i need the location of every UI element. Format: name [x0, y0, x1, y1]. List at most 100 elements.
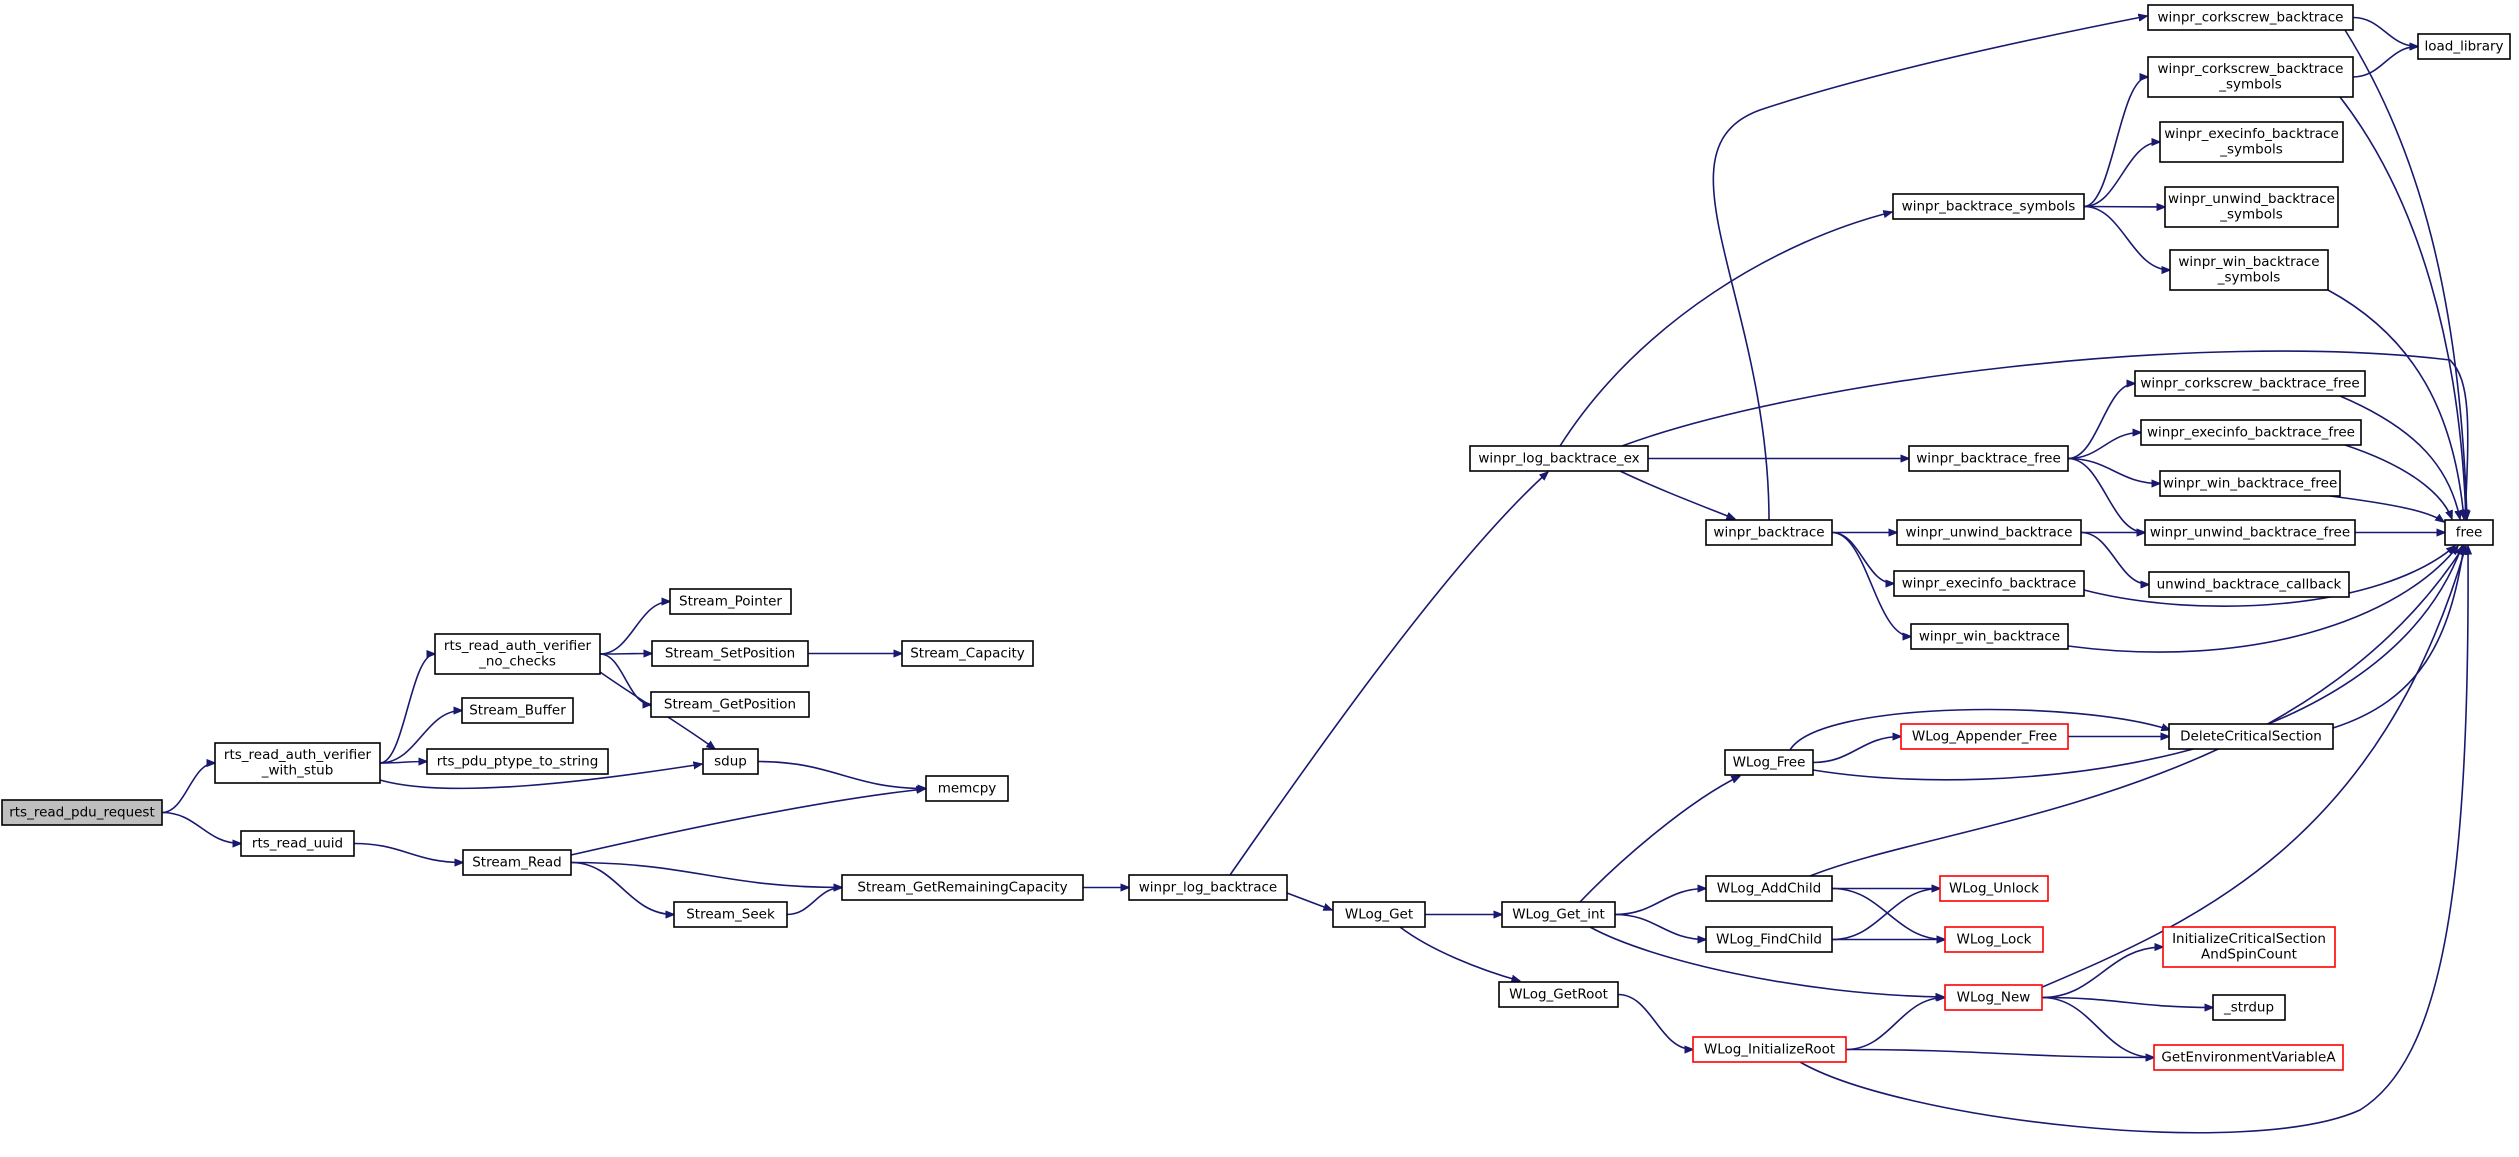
node-wlog-free[interactable]: WLog_Free [1724, 749, 1814, 776]
node-box[interactable] [2140, 419, 2362, 446]
node-box[interactable] [669, 588, 792, 615]
node-box[interactable] [1908, 445, 2069, 472]
node-box[interactable] [1910, 623, 2069, 650]
node-box[interactable] [1705, 926, 1833, 953]
node-winpr-backtrace-symbols[interactable]: winpr_backtrace_symbols [1892, 193, 2085, 220]
node-winpr-log-backtrace[interactable]: winpr_log_backtrace [1128, 874, 1288, 901]
node-box[interactable] [1498, 981, 1619, 1008]
node-box[interactable] [426, 748, 609, 775]
node-memcpy[interactable]: memcpy [925, 775, 1009, 802]
node-wlog-unlock[interactable]: WLog_Unlock [1939, 875, 2049, 902]
node-box[interactable] [2147, 4, 2354, 31]
node-winpr-corkscrew-backtrace-symbols[interactable]: winpr_corkscrew_backtrace_symbols [2147, 56, 2354, 98]
node-box[interactable] [2444, 519, 2494, 546]
node-winpr-corkscrew-backtrace[interactable]: winpr_corkscrew_backtrace [2147, 4, 2354, 31]
node-box[interactable] [2159, 121, 2344, 163]
node-free[interactable]: free [2444, 519, 2494, 546]
node-box[interactable] [462, 849, 572, 876]
node-wlog-findchild[interactable]: WLog_FindChild [1705, 926, 1833, 953]
node-wlog-appender-free[interactable]: WLog_Appender_Free [1900, 723, 2069, 750]
node-box[interactable] [925, 775, 1009, 802]
node-box[interactable] [1900, 723, 2069, 750]
node-box[interactable] [214, 742, 381, 784]
node-wlog-new[interactable]: WLog_New [1944, 984, 2043, 1011]
node-winpr-unwind-backtrace-symbols[interactable]: winpr_unwind_backtrace_symbols [2164, 186, 2339, 228]
node-box[interactable] [1128, 874, 1288, 901]
node-box[interactable] [650, 691, 810, 718]
node-winpr-log-backtrace-ex[interactable]: winpr_log_backtrace_ex [1469, 445, 1649, 472]
node-wlog-getroot[interactable]: WLog_GetRoot [1498, 981, 1619, 1008]
node-winpr-win-backtrace[interactable]: winpr_win_backtrace [1910, 623, 2069, 650]
node-box[interactable] [673, 901, 788, 928]
node-unwind-backtrace-callback[interactable]: unwind_backtrace_callback [2148, 571, 2350, 598]
node-wlog-get-int[interactable]: WLog_Get_int [1501, 901, 1616, 928]
node-box[interactable] [841, 874, 1084, 901]
node-wlog-lock[interactable]: WLog_Lock [1944, 926, 2044, 953]
node-box[interactable] [2148, 571, 2350, 598]
node-box[interactable] [1939, 875, 2049, 902]
node-box[interactable] [434, 633, 601, 675]
node-rts-pdu-ptype-to-string[interactable]: rts_pdu_ptype_to_string [426, 748, 609, 775]
node-box[interactable] [1892, 193, 2085, 220]
node-box[interactable] [2164, 186, 2339, 228]
node-box[interactable] [901, 640, 1034, 667]
node-rts-read-uuid[interactable]: rts_read_uuid [240, 830, 355, 857]
node-winpr-execinfo-backtrace-free[interactable]: winpr_execinfo_backtrace_free [2140, 419, 2362, 446]
node-winpr-execinfo-backtrace-symbols[interactable]: winpr_execinfo_backtrace_symbols [2159, 121, 2344, 163]
node-box[interactable] [2212, 994, 2286, 1021]
node-stream-capacity[interactable]: Stream_Capacity [901, 640, 1034, 667]
node-deletecriticalsection[interactable]: DeleteCriticalSection [2168, 723, 2334, 750]
node-box[interactable] [1469, 445, 1649, 472]
node-getenvironmentvariablea[interactable]: GetEnvironmentVariableA [2153, 1044, 2344, 1071]
node-wlog-addchild[interactable]: WLog_AddChild [1705, 875, 1833, 902]
node-box[interactable] [2134, 370, 2366, 397]
node-box[interactable] [240, 830, 355, 857]
node-box[interactable] [2169, 249, 2329, 291]
node-winpr-unwind-backtrace[interactable]: winpr_unwind_backtrace [1896, 519, 2082, 546]
node-box[interactable] [1, 799, 163, 826]
node-box[interactable] [651, 640, 809, 667]
node-winpr-backtrace-free[interactable]: winpr_backtrace_free [1908, 445, 2069, 472]
node-wlog-get[interactable]: WLog_Get [1332, 901, 1426, 928]
node-load-library[interactable]: load_library [2417, 33, 2511, 60]
node-box[interactable] [1724, 749, 1814, 776]
node-winpr-execinfo-backtrace[interactable]: winpr_execinfo_backtrace [1893, 570, 2085, 597]
node-box[interactable] [2159, 470, 2341, 497]
node-winpr-unwind-backtrace-free[interactable]: winpr_unwind_backtrace_free [2144, 519, 2356, 546]
node-box[interactable] [2417, 33, 2511, 60]
node-box[interactable] [1692, 1036, 1847, 1063]
node-sdup[interactable]: sdup [702, 748, 759, 775]
node-box[interactable] [702, 748, 759, 775]
node-winpr-backtrace[interactable]: winpr_backtrace [1705, 519, 1833, 546]
node-wlog-initializeroot[interactable]: WLog_InitializeRoot [1692, 1036, 1847, 1063]
node-stream-pointer[interactable]: Stream_Pointer [669, 588, 792, 615]
node-box[interactable] [1705, 519, 1833, 546]
node-stream-read[interactable]: Stream_Read [462, 849, 572, 876]
node-winpr-corkscrew-backtrace-free[interactable]: winpr_corkscrew_backtrace_free [2134, 370, 2366, 397]
node-box[interactable] [1944, 984, 2043, 1011]
node-box[interactable] [1893, 570, 2085, 597]
node-box[interactable] [461, 697, 574, 724]
node-box[interactable] [1705, 875, 1833, 902]
node-box[interactable] [1944, 926, 2044, 953]
node-stream-seek[interactable]: Stream_Seek [673, 901, 788, 928]
node-box[interactable] [1332, 901, 1426, 928]
node-rts-read-auth-verifier-with-stub[interactable]: rts_read_auth_verifier_with_stub [214, 742, 381, 784]
node-stream-getremainingcapacity[interactable]: Stream_GetRemainingCapacity [841, 874, 1084, 901]
node-winpr-win-backtrace-symbols[interactable]: winpr_win_backtrace_symbols [2169, 249, 2329, 291]
node-box[interactable] [2147, 56, 2354, 98]
node-stream-getposition[interactable]: Stream_GetPosition [650, 691, 810, 718]
node-box[interactable] [2168, 723, 2334, 750]
node-box[interactable] [2153, 1044, 2344, 1071]
node-strdup[interactable]: _strdup [2212, 994, 2286, 1021]
node-box[interactable] [2144, 519, 2356, 546]
node-rts-read-pdu-request[interactable]: rts_read_pdu_request [1, 799, 163, 826]
node-box[interactable] [2162, 926, 2336, 968]
node-rts-read-auth-verifier-no-checks[interactable]: rts_read_auth_verifier_no_checks [434, 633, 601, 675]
node-winpr-win-backtrace-free[interactable]: winpr_win_backtrace_free [2159, 470, 2341, 497]
node-stream-buffer[interactable]: Stream_Buffer [461, 697, 574, 724]
node-stream-setposition[interactable]: Stream_SetPosition [651, 640, 809, 667]
node-box[interactable] [1896, 519, 2082, 546]
node-box[interactable] [1501, 901, 1616, 928]
